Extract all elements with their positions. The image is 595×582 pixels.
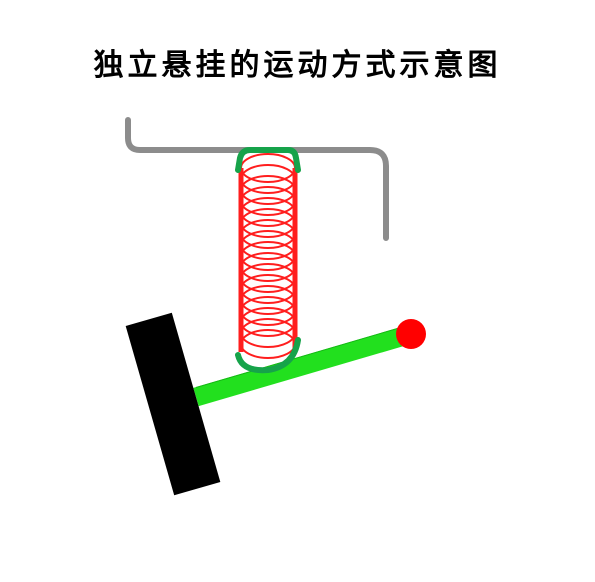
upper-spring-mount bbox=[235, 147, 301, 173]
control-arm-edge-top bbox=[195, 324, 412, 388]
diagram-title: 独立悬挂的运动方式示意图 bbox=[93, 48, 502, 83]
coil-spring bbox=[238, 153, 298, 359]
control-arm bbox=[193, 324, 414, 407]
wheel bbox=[125, 312, 221, 496]
pivot-joint bbox=[396, 319, 426, 349]
lower-spring-mount bbox=[235, 337, 301, 374]
